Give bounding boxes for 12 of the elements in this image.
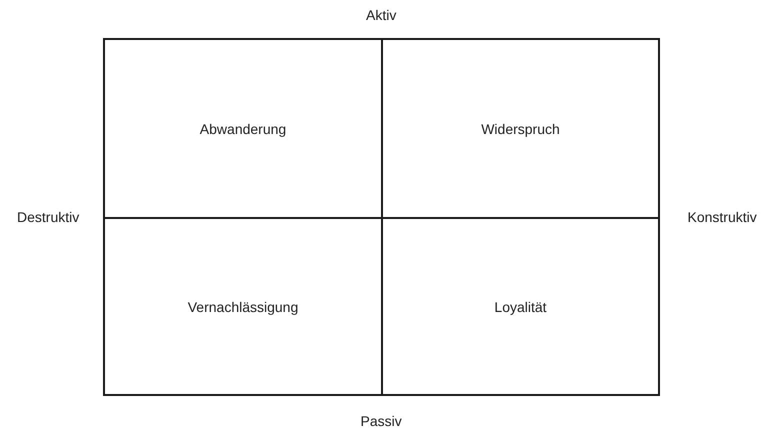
matrix-quadrant	[103, 38, 383, 219]
quadrant-label: Loyalität	[494, 298, 547, 314]
axis-label: Destruktiv	[17, 209, 80, 225]
quadrant-label: Abwanderung	[200, 120, 286, 136]
matrix-quadrant	[381, 217, 660, 396]
axis-label: Passiv	[360, 413, 402, 429]
axis-label: Aktiv	[366, 7, 396, 23]
quadrant-label: Widerspruch	[481, 120, 560, 136]
quadrant-label: Vernachlässigung	[188, 298, 298, 314]
matrix-quadrant	[103, 217, 383, 396]
axis-label: Konstruktiv	[688, 209, 757, 225]
matrix-quadrant	[381, 38, 660, 219]
